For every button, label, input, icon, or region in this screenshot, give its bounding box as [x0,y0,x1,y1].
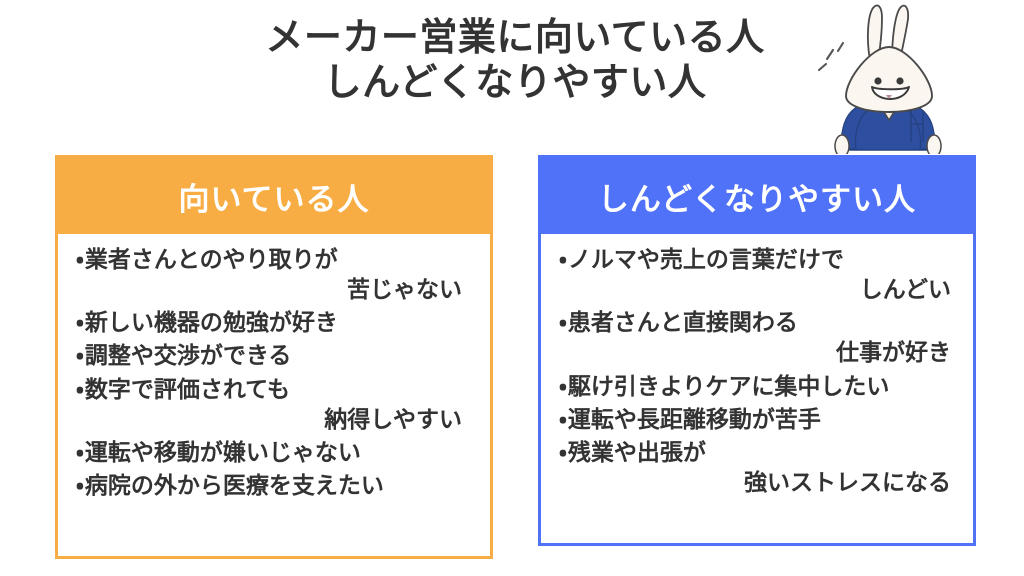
list-item-continuation: しんどい [859,276,951,303]
list-item-text: 残業や出張が [551,439,963,466]
list-item: 数字で評価されても 納得しやすい [68,376,480,433]
list-item-continuation: 仕事が好き [836,339,951,366]
list-item-text: 新しい機器の勉強が好き [68,309,480,336]
list-item: 調整や交渉ができる [68,342,480,369]
rabbit-eye-right [896,77,904,85]
list-item-continuation: 納得しやすい [324,405,462,432]
page-title-line-1: メーカー営業に向いている人 [265,17,765,59]
list-item-text: 運転や移動が嫌いじゃない [68,439,480,466]
sparkle-icon [817,41,845,72]
rabbit-paw-right [926,134,942,154]
list-item-text: 数字で評価されても [68,376,480,403]
panel-not-suited-list: ノルマや売上の言葉だけで しんどい 患者さんと直接関わる 仕事が好き 駆け引きよ… [541,234,973,510]
list-item-text: 患者さんと直接関わる [551,309,963,336]
panel-not-suited: しんどくなりやすい人 ノルマや売上の言葉だけで しんどい 患者さんと直接関わる … [538,155,976,546]
list-item: 残業や出張が 強いストレスになる [551,439,963,496]
list-item: 患者さんと直接関わる 仕事が好き [551,309,963,366]
list-item-continuation: 苦じゃない [347,276,462,303]
list-item: 運転や長距離移動が苦手 [551,406,963,433]
list-item: 病院の外から医療を支えたい [68,472,480,499]
list-item: ノルマや売上の言葉だけで しんどい [551,246,963,303]
list-item: 駆け引きよりケアに集中したい [551,373,963,400]
list-item-text: ノルマや売上の言葉だけで [551,246,963,273]
panel-suited-list: 業者さんとのやり取りが 苦じゃない 新しい機器の勉強が好き 調整や交渉ができる … [58,234,490,513]
rabbit-mascot-illustration [812,2,977,154]
list-item-text: 業者さんとのやり取りが [68,246,480,273]
rabbit-eye-left [874,77,882,85]
rabbit-tongue [886,95,892,99]
rabbit-paw-left [834,134,850,154]
list-item: 運転や移動が嫌いじゃない [68,439,480,466]
panel-suited-header: 向いている人 [58,158,490,234]
page-title-line-2: しんどくなりやすい人 [323,61,707,104]
list-item: 新しい機器の勉強が好き [68,309,480,336]
list-item-text: 駆け引きよりケアに集中したい [551,373,963,400]
rabbit-ear-left [866,4,883,62]
panel-not-suited-header: しんどくなりやすい人 [541,158,973,234]
list-item-continuation: 強いストレスになる [744,468,951,495]
list-item: 業者さんとのやり取りが 苦じゃない [68,246,480,303]
rabbit-mouth [871,86,910,100]
page-title: メーカー営業に向いている人 しんどくなりやすい人 [0,16,1024,106]
rabbit-icon [817,4,942,154]
rabbit-ear-right [891,4,910,62]
rabbit-head [845,46,933,113]
list-item-text: 病院の外から医療を支えたい [68,472,480,499]
list-item-text: 運転や長距離移動が苦手 [551,406,963,433]
rabbit-pocket [910,110,924,142]
panel-suited: 向いている人 業者さんとのやり取りが 苦じゃない 新しい機器の勉強が好き 調整や… [55,155,493,559]
list-item-text: 調整や交渉ができる [68,342,480,369]
